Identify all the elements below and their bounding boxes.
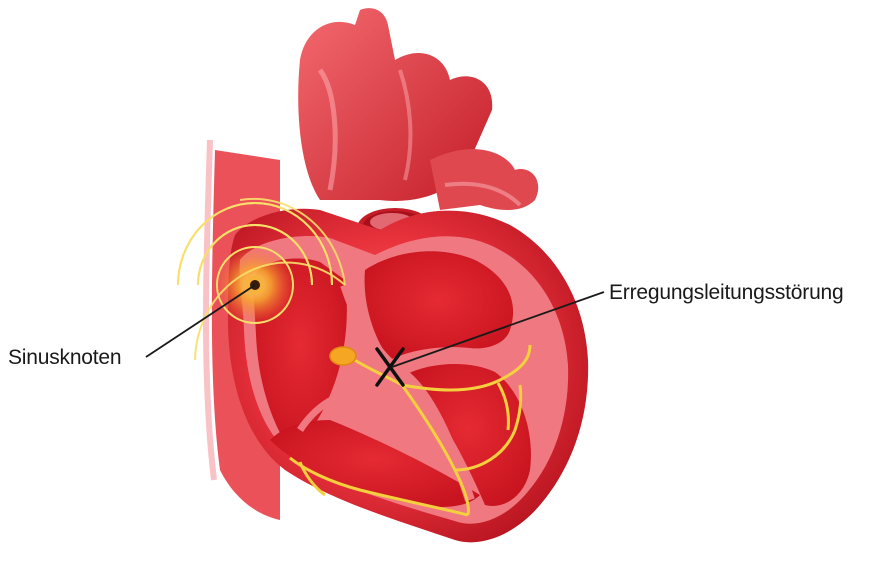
conduction-block-label: Erregungsleitungsstörung [609, 281, 844, 305]
av-node [330, 347, 356, 365]
sinus-node-label: Sinusknoten [8, 346, 121, 370]
great-vessels [298, 8, 538, 248]
